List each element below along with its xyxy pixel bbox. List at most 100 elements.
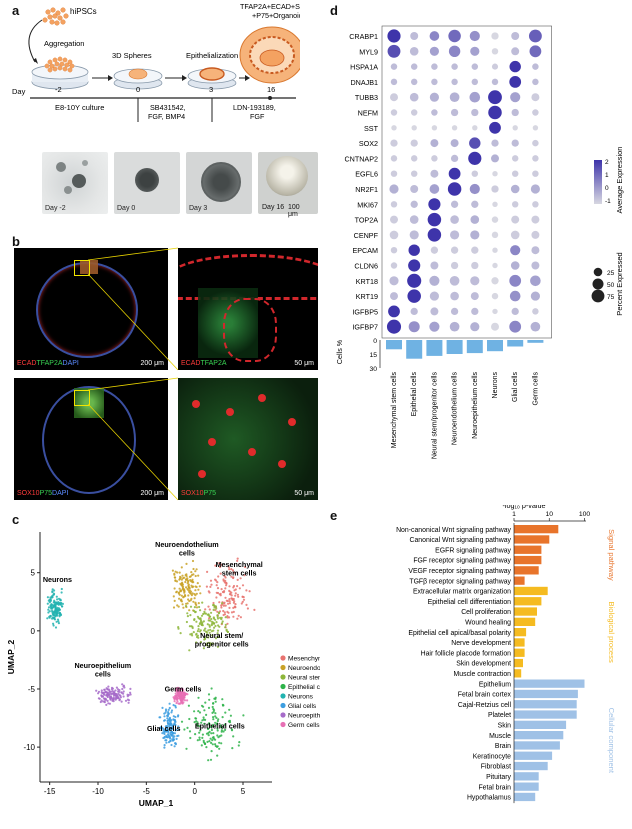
dotplot-dot [428,198,441,211]
umap-point [194,574,197,578]
umap-point [172,595,175,598]
umap-point [97,692,100,695]
umap-point [48,610,51,613]
enrich-xlabel: -log₁₀ p-value [503,505,546,510]
umap-point [203,629,206,632]
legend-swatch [280,664,286,671]
umap-point [242,714,245,717]
umap-point [214,700,217,703]
umap-point [177,626,180,629]
umap-point [122,684,125,687]
umap-point [196,582,199,585]
umap-point [46,602,49,605]
umap-point [211,642,214,645]
umap-point [172,715,175,718]
dotplot-dot [448,45,461,57]
enrich-category-label: Non-canonical Wnt signaling pathway [396,527,511,534]
legend-swatch [280,683,286,690]
expression-legend-title: Average Expression [615,147,624,214]
umap-cluster-label: Neurons [43,575,72,584]
cells-axis-tick: 30 [369,366,377,373]
dotplot-dot [510,230,520,240]
enrich-category-label: Brain [495,743,511,750]
umap-point [203,742,207,745]
dotplot-dot [492,201,498,207]
umap-point [173,745,176,748]
umap-point [165,741,168,744]
umap-point [189,736,192,740]
umap-point [110,688,113,691]
umap-point [213,626,216,629]
umap-point [162,727,165,730]
epithelial-dish [187,67,237,90]
spheres-dish [113,68,163,90]
if-ecad-zoom: ECADTFAP2A 50 μm [178,248,318,370]
umap-point [59,613,63,617]
organoid-illustration [239,26,300,84]
umap-point [176,715,180,718]
umap-point [221,620,224,623]
umap-point [126,695,129,698]
umap-point [179,693,182,697]
umap-point [199,609,202,612]
dotplot-dot [511,215,520,224]
dotplot-dot [407,289,421,303]
umap-point [170,711,173,714]
umap-point [209,758,213,761]
umap-x-tick-label: -5 [143,787,151,796]
umap-point [232,576,235,580]
umap-point [178,693,181,696]
umap-point [182,689,185,692]
umap-point [179,582,182,585]
umap-point [215,621,218,624]
umap-point [191,579,194,583]
size-legend-tick: 50 [607,282,615,289]
umap-point [208,644,211,648]
umap-point [234,603,237,606]
umap-point [219,724,222,727]
umap-point [203,612,206,615]
umap-point [216,614,219,617]
umap-point [95,689,98,692]
umap-point [178,597,181,600]
umap-point [200,744,203,747]
umap-point [206,642,209,645]
umap-point [222,730,225,733]
umap-point [193,606,196,609]
umap-point [186,612,189,615]
umap-point [199,640,202,644]
panel-letter-d: d [330,3,338,18]
size-legend-tick: 25 [607,270,615,277]
umap-point [195,620,198,623]
gene-label: HSPA1A [350,63,378,72]
umap-point [231,747,234,750]
dotplot-dot [509,76,522,88]
enrich-x-tick-label: 1 [512,511,516,518]
umap-point [175,695,178,698]
legend-label: Neurons [288,694,314,701]
umap-point [205,585,208,588]
dotplot-dot [510,261,520,270]
umap-point [185,562,188,565]
expression-tick: 1 [605,172,609,179]
dotplot-dot [450,246,459,254]
umap-cluster-label-line: cells [95,670,111,679]
umap-point [207,693,211,696]
dotplot-dot [447,182,462,196]
umap-point [219,572,222,575]
umap-point [196,723,199,726]
umap-point [216,729,219,732]
umap-point [108,702,111,705]
dotplot-dot [532,139,539,147]
umap-point [224,711,227,714]
dotplot-dot [532,308,539,315]
enrich-category-label: Pituitary [486,774,511,781]
dotplot-dot [468,151,482,165]
if-sox10-zoom: SOX10P75 50 μm [178,378,318,500]
umap-point [243,574,246,577]
umap-point [228,598,231,601]
umap-point [217,736,220,739]
umap-point [52,624,55,627]
umap-point [218,741,221,744]
umap-point [216,629,220,632]
